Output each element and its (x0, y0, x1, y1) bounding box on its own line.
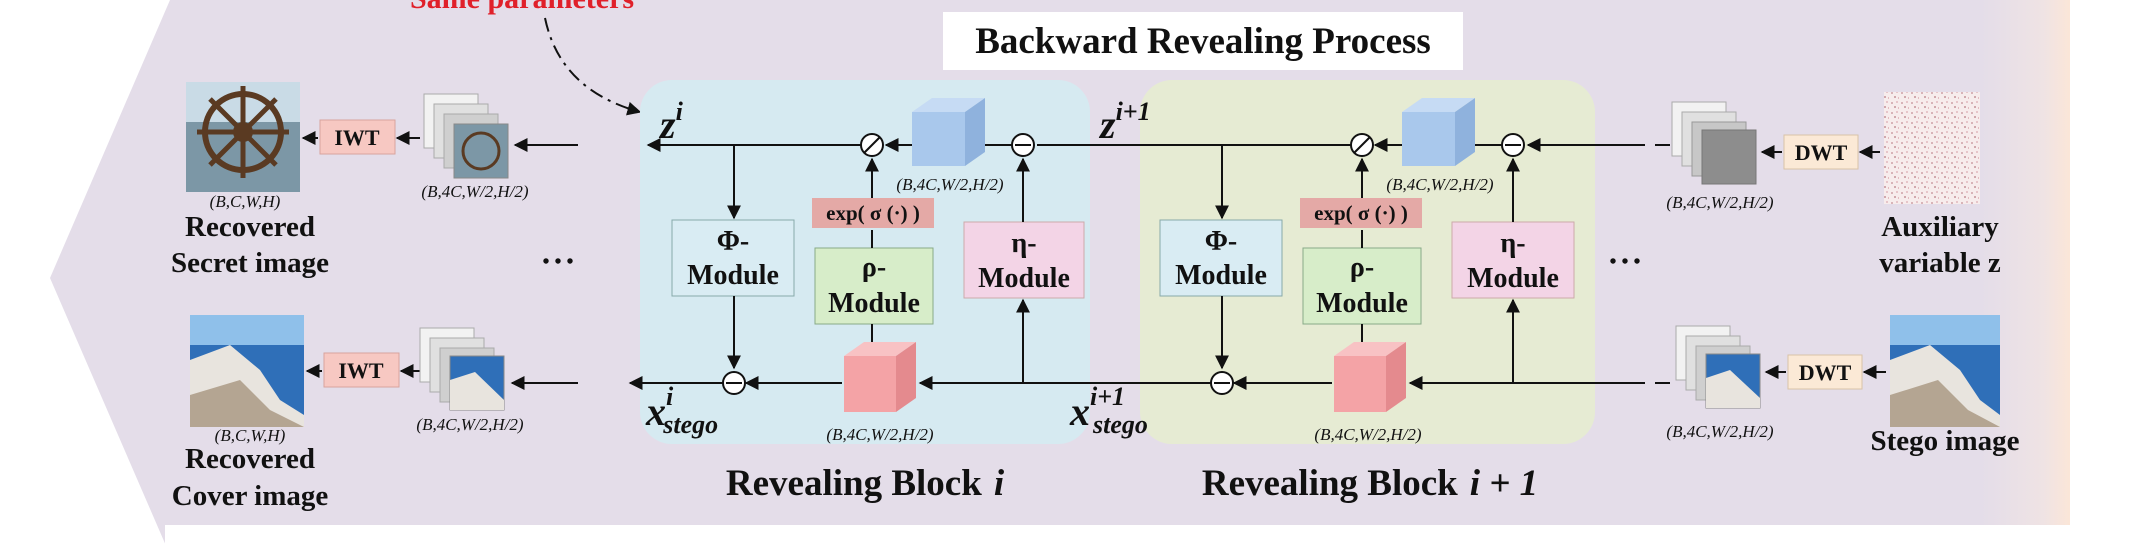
block-i1-z: zi+1 (1098, 97, 1151, 147)
dwt-box-top (1783, 134, 1859, 170)
iwt-label-bottom: IWT (338, 358, 384, 383)
title: Backward Revealing Process (975, 21, 1431, 62)
block-i-exp: exp( σ (·) ) (826, 201, 920, 225)
aux-label-line2: variable z (1879, 247, 2001, 279)
recovered-secret-image (186, 82, 300, 192)
block-i1-eta-module (1451, 221, 1575, 299)
stego-image (1890, 315, 2000, 427)
block-i1-phi-l1: Φ- (1205, 226, 1238, 257)
block-i1-eta-l1: η- (1500, 228, 1525, 259)
block-i1-exp-box (1300, 198, 1422, 228)
aux-stack-dim: (B,4C,W/2,H/2) (1666, 193, 1774, 212)
block-i-rho-l1: ρ- (862, 252, 886, 283)
stego-subband-stack (1675, 325, 1761, 409)
cover-subband-stack (419, 327, 505, 411)
block-i1-rho-module (1302, 247, 1422, 325)
block-i-phi-l1: Φ- (717, 226, 750, 257)
block-i-dim-top: (B,4C,W/2,H/2) (896, 175, 1004, 194)
block-i1-eta-l2: Module (1467, 263, 1559, 294)
ellipsis-right: • • • (1609, 251, 1640, 273)
dwt-label-bottom: DWT (1799, 360, 1852, 385)
stego-label: Stego image (1871, 425, 2020, 457)
block-i1-dim-top: (B,4C,W/2,H/2) (1386, 175, 1494, 194)
block-i-divide-slash (863, 136, 881, 154)
secret-subband-stack (423, 93, 509, 179)
block-i-z: zi (658, 97, 684, 147)
cover-label-line1: Recovered (185, 443, 315, 475)
secret-stack-dim: (B,4C,W/2,H/2) (421, 182, 529, 201)
block-i-eta-l1: η- (1011, 228, 1036, 259)
block-i-dim-bottom: (B,4C,W/2,H/2) (826, 425, 934, 444)
block-i-exp-box (812, 198, 934, 228)
block-i-rho-module (814, 247, 934, 325)
block-i1-rho-l2: Module (1316, 288, 1408, 319)
block-i-phi-l2: Module (687, 260, 779, 291)
block-i1-exp: exp( σ (·) ) (1314, 201, 1408, 225)
block-i-phi-module (671, 219, 795, 297)
iwt-box-bottom (323, 352, 400, 388)
block-i-rho-l2: Module (828, 288, 920, 319)
block-i-cube-top (912, 98, 985, 166)
secret-dim: (B,C,W,H) (210, 192, 281, 211)
secret-label-line1: Recovered (185, 211, 315, 243)
block-i1-cube-top (1402, 98, 1475, 166)
block-i1-dim-bottom: (B,4C,W/2,H/2) (1314, 425, 1422, 444)
background-right-fade (1980, 0, 2070, 530)
secret-label-line2: Secret image (171, 247, 329, 279)
iwt-box-top (319, 119, 396, 155)
cover-label-line2: Cover image (172, 480, 329, 512)
iwt-label-top: IWT (334, 125, 380, 150)
block-i1-cube-bottom (1334, 342, 1406, 412)
title-box (943, 12, 1463, 70)
block-i1-divide-slash (1353, 136, 1371, 154)
block-i1-phi-l2: Module (1175, 260, 1267, 291)
auxiliary-variable-image (1884, 92, 1980, 204)
cover-dim: (B,C,W,H) (215, 426, 286, 445)
block-i-cube-bottom (844, 342, 916, 412)
stego-stack-dim: (B,4C,W/2,H/2) (1666, 422, 1774, 441)
background-bottom-strip (165, 525, 2070, 555)
aux-label-line1: Auxiliary (1881, 211, 1999, 243)
recovered-cover-image (190, 315, 304, 427)
block-i-eta-l2: Module (978, 263, 1070, 294)
same-parameters-label: Same parameters (410, 0, 634, 15)
aux-subband-stack (1671, 101, 1757, 185)
dwt-box-bottom (1787, 354, 1863, 390)
block-i1-rho-l1: ρ- (1350, 252, 1374, 283)
cover-stack-dim: (B,4C,W/2,H/2) (416, 415, 524, 434)
ellipsis-left: • • • (542, 251, 573, 273)
block-i1-phi-module (1159, 219, 1283, 297)
dwt-label-top: DWT (1795, 140, 1848, 165)
same-parameters-arrow (544, 17, 642, 116)
